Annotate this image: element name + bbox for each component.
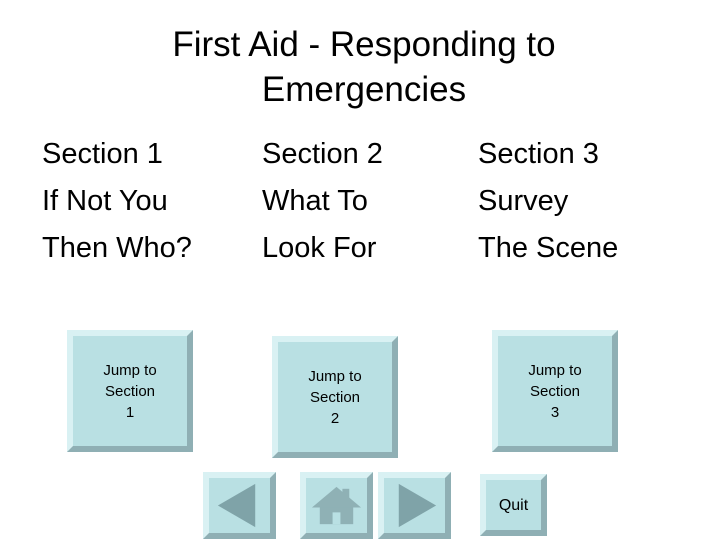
house-icon: [306, 478, 367, 533]
triangle-right-icon: [384, 478, 445, 533]
section-column-1-line3: Then Who?: [42, 232, 192, 264]
section-column-3: Section 3 Survey The Scene: [478, 131, 618, 272]
page-title: First Aid - Responding to Emergencies: [172, 25, 556, 109]
next-slide-button[interactable]: [378, 472, 451, 539]
section-column-2-line3: Look For: [262, 232, 377, 264]
section-column-1-heading: Section 1: [42, 138, 163, 170]
quit-button-label: Quit: [498, 496, 529, 514]
section-columns: Section 1 If Not You Then Who? Section 2…: [0, 131, 728, 281]
jump-to-section-3-button[interactable]: Jump to Section 3: [492, 330, 618, 452]
section-column-2: Section 2 What To Look For: [262, 131, 383, 272]
jump-to-section-2-button[interactable]: Jump to Section 2: [272, 336, 398, 458]
section-column-1: Section 1 If Not You Then Who?: [42, 131, 192, 272]
section-column-3-line3: The Scene: [478, 232, 619, 264]
jump-to-section-2-label: Jump to Section 2: [308, 367, 362, 427]
section-column-2-line2: What To: [262, 185, 368, 217]
jump-to-section-1-button[interactable]: Jump to Section 1: [67, 330, 193, 452]
section-column-3-line2: Survey: [478, 185, 569, 217]
jump-to-section-3-label: Jump to Section 3: [528, 361, 582, 421]
home-slide-button[interactable]: [300, 472, 373, 539]
section-column-2-heading: Section 2: [262, 138, 383, 170]
previous-slide-button[interactable]: [203, 472, 276, 539]
quit-button[interactable]: Quit: [480, 474, 547, 536]
triangle-left-icon: [209, 478, 270, 533]
section-column-1-line2: If Not You: [42, 185, 168, 217]
section-column-3-heading: Section 3: [478, 138, 599, 170]
jump-to-section-1-label: Jump to Section 1: [103, 361, 157, 421]
